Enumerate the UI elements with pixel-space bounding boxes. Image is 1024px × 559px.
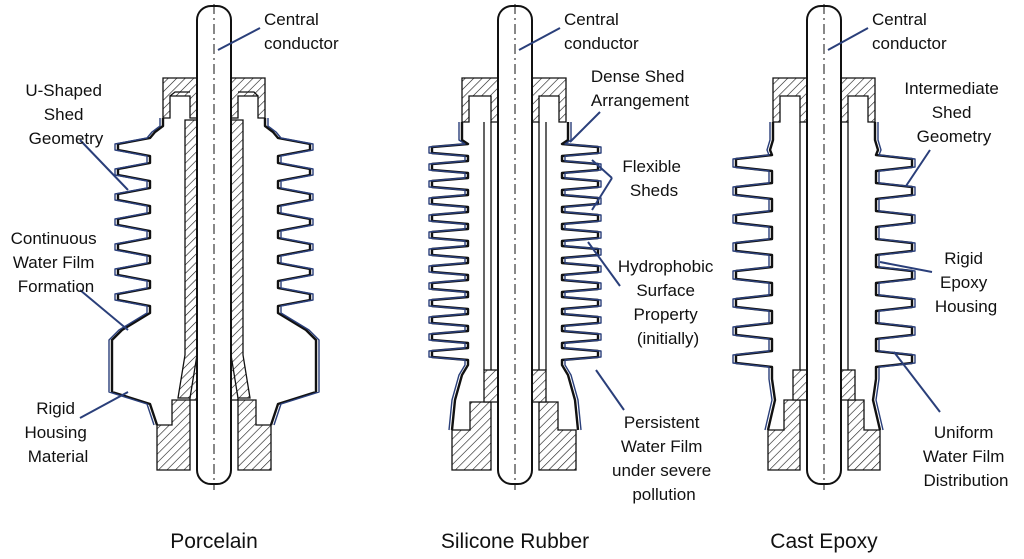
label-porcelain-water-film: Continuous Water Film Formation [11, 229, 102, 296]
silicone-insulator [428, 4, 602, 490]
leader-silicone-flexible-1 [591, 159, 613, 179]
silicone-core-right [538, 122, 547, 370]
leader-silicone-persistent [595, 369, 625, 411]
leader-lines [79, 27, 941, 419]
label-epoxy-conductor: Central conductor [872, 10, 947, 53]
labels: Central conductor U-Shaped Shed Geometry… [11, 10, 1009, 504]
label-silicone-conductor: Central conductor [564, 10, 639, 53]
porcelain-shed-profile-right [263, 118, 320, 426]
leader-silicone-conductor [518, 27, 561, 51]
label-silicone-flexible-sheds: Flexible Sheds [622, 157, 685, 200]
title-porcelain: Porcelain [170, 530, 258, 553]
epoxy-shed-profile-left [732, 122, 777, 431]
label-porcelain-conductor: Central conductor [264, 10, 339, 53]
leader-silicone-dense [569, 111, 601, 143]
leader-epoxy-intermediate [905, 149, 931, 187]
silicone-base-flange [451, 369, 577, 471]
epoxy-shed-profile-right [871, 122, 916, 431]
leader-epoxy-conductor [827, 27, 869, 51]
label-epoxy-intermediate-shed: Intermediate Shed Geometry [904, 79, 1003, 146]
silicone-shed-profile-left [428, 122, 470, 431]
label-silicone-dense-shed: Dense Shed Arrangement [591, 67, 690, 110]
leader-porcelain-housing [79, 391, 129, 419]
porcelain-housing-left [177, 119, 198, 399]
silicone-central-conductor [497, 4, 533, 490]
epoxy-inner-wall [799, 122, 849, 370]
porcelain-shed-profile-left [108, 118, 165, 426]
label-epoxy-rigid-housing: Rigid Epoxy Housing [935, 249, 997, 316]
silicone-shed-profile-right [560, 122, 602, 431]
title-cast-epoxy: Cast Epoxy [770, 530, 878, 553]
porcelain-housing-right [230, 119, 251, 399]
titles: Porcelain Silicone Rubber Cast Epoxy [170, 530, 878, 553]
label-silicone-persistent-film: Persistent Water Film under severe pollu… [612, 413, 716, 504]
label-silicone-hydrophobic: Hydrophobic Surface Property (initially) [618, 257, 718, 348]
label-porcelain-housing: Rigid Housing Material [24, 399, 91, 466]
porcelain-central-conductor [196, 4, 232, 490]
leader-silicone-hydrophobic [587, 241, 621, 287]
title-silicone-rubber: Silicone Rubber [441, 530, 589, 553]
epoxy-central-conductor [806, 4, 842, 490]
porcelain-cap [162, 77, 266, 119]
leader-silicone-flexible-2 [591, 177, 613, 211]
leader-epoxy-rigid [879, 261, 933, 273]
epoxy-insulator [732, 4, 916, 490]
label-porcelain-u-shaped-shed: U-Shaped Shed Geometry [25, 81, 106, 148]
porcelain-insulator [108, 4, 320, 490]
leader-porcelain-water-film [79, 289, 129, 331]
leader-porcelain-conductor [217, 27, 261, 51]
silicone-core-left [483, 122, 492, 370]
leader-epoxy-uniform [893, 351, 941, 413]
label-epoxy-uniform-film: Uniform Water Film Distribution [923, 423, 1009, 490]
leader-porcelain-u-shaped [79, 139, 129, 191]
